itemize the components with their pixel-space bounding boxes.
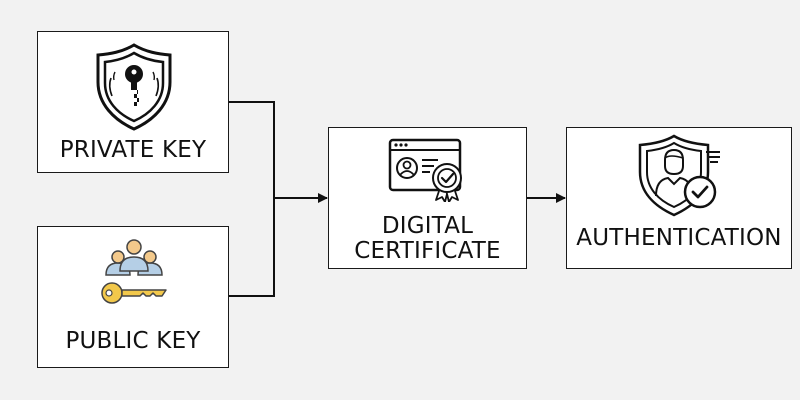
users-key-icon [101,239,167,304]
connector-private-key [229,101,275,198]
shield-key-icon [96,43,172,131]
digital-certificate-label-line2: CERTIFICATE [354,238,501,264]
authentication-label: AUTHENTICATION [576,225,782,251]
private-key-label: PRIVATE KEY [59,137,207,163]
public-key-box: PUBLIC KEY [37,226,229,368]
authentication-box: AUTHENTICATION [566,127,792,269]
user-shield-check-icon [638,134,720,217]
digital-certificate-box: DIGITAL CERTIFICATE [328,127,527,269]
public-key-label: PUBLIC KEY [65,328,201,354]
digital-certificate-label-line1: DIGITAL [381,213,474,239]
certificate-icon [388,138,462,202]
connector-public-key [229,198,275,297]
private-key-box: PRIVATE KEY [37,31,229,173]
